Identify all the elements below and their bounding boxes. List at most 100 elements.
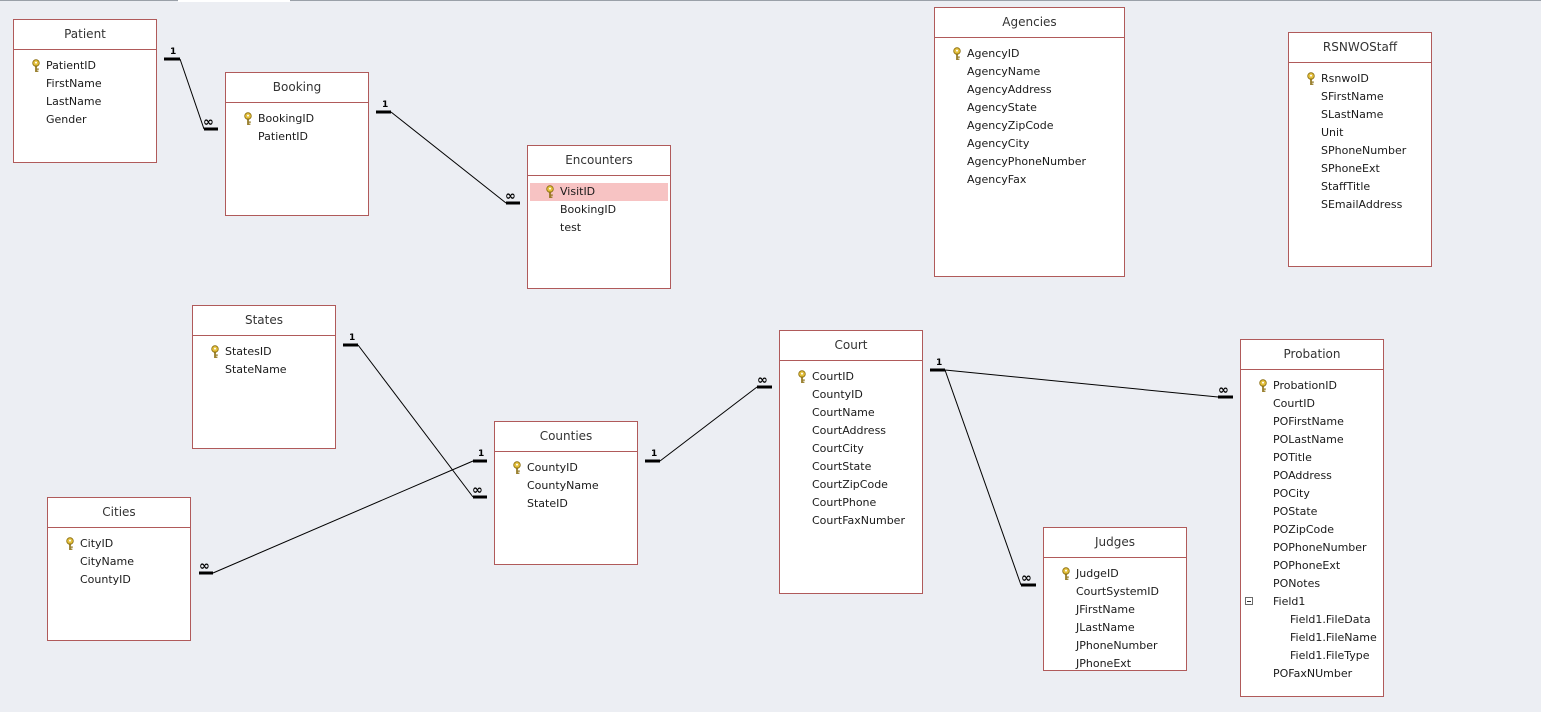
- field-row[interactable]: POPhoneNumber: [1241, 539, 1383, 557]
- field-row[interactable]: POFirstName: [1241, 413, 1383, 431]
- field-row[interactable]: POZipCode: [1241, 521, 1383, 539]
- table-title[interactable]: Court: [780, 331, 922, 361]
- relationship-line[interactable]: [944, 369, 1219, 398]
- field-row[interactable]: StateID: [495, 495, 637, 513]
- cardinality-many-label: ∞: [1021, 571, 1032, 586]
- table-title[interactable]: Probation: [1241, 340, 1383, 370]
- field-row[interactable]: PatientID: [14, 57, 156, 75]
- field-row[interactable]: StateName: [193, 361, 335, 379]
- field-row[interactable]: LastName: [14, 93, 156, 111]
- field-row[interactable]: JudgeID: [1044, 565, 1186, 583]
- field-row[interactable]: SFirstName: [1289, 88, 1431, 106]
- field-row[interactable]: AgencyPhoneNumber: [935, 153, 1124, 171]
- field-row[interactable]: AgencyState: [935, 99, 1124, 117]
- field-row[interactable]: JFirstName: [1044, 601, 1186, 619]
- field-row[interactable]: POState: [1241, 503, 1383, 521]
- field-row[interactable]: PatientID: [226, 128, 368, 146]
- field-row[interactable]: AgencyCity: [935, 135, 1124, 153]
- field-row[interactable]: test: [528, 219, 670, 237]
- relationship-line[interactable]: [212, 460, 474, 574]
- field-row[interactable]: StaffTitle: [1289, 178, 1431, 196]
- primary-key-icon: [512, 461, 522, 475]
- field-row[interactable]: JLastName: [1044, 619, 1186, 637]
- field-row[interactable]: SPhoneExt: [1289, 160, 1431, 178]
- field-row[interactable]: JPhoneNumber: [1044, 637, 1186, 655]
- field-row[interactable]: CourtFaxNumber: [780, 512, 922, 530]
- table-title[interactable]: RSNWOStaff: [1289, 33, 1431, 63]
- relationship-line[interactable]: [659, 386, 758, 462]
- field-row[interactable]: CountyID: [780, 386, 922, 404]
- field-row[interactable]: CityName: [48, 553, 190, 571]
- table-title[interactable]: Judges: [1044, 528, 1186, 558]
- field-row[interactable]: POPhoneExt: [1241, 557, 1383, 575]
- field-row[interactable]: CourtID: [780, 368, 922, 386]
- field-row[interactable]: VisitID: [530, 183, 668, 201]
- field-row[interactable]: Unit: [1289, 124, 1431, 142]
- field-row[interactable]: CourtState: [780, 458, 922, 476]
- field-row[interactable]: Field1: [1241, 593, 1383, 611]
- field-row[interactable]: BookingID: [226, 110, 368, 128]
- field-row[interactable]: CountyID: [495, 459, 637, 477]
- field-row[interactable]: CourtName: [780, 404, 922, 422]
- field-row[interactable]: Field1.FileType: [1241, 647, 1383, 665]
- table-title[interactable]: Counties: [495, 422, 637, 452]
- field-row[interactable]: CourtAddress: [780, 422, 922, 440]
- field-row[interactable]: Gender: [14, 111, 156, 129]
- field-row[interactable]: ProbationID: [1241, 377, 1383, 395]
- field-row[interactable]: PONotes: [1241, 575, 1383, 593]
- field-row[interactable]: POTitle: [1241, 449, 1383, 467]
- table-title[interactable]: Booking: [226, 73, 368, 103]
- table-title[interactable]: States: [193, 306, 335, 336]
- collapse-icon[interactable]: [1245, 597, 1253, 605]
- field-row[interactable]: SLastName: [1289, 106, 1431, 124]
- field-row[interactable]: AgencyFax: [935, 171, 1124, 189]
- relationship-line[interactable]: [390, 111, 507, 204]
- field-row[interactable]: FirstName: [14, 75, 156, 93]
- field-row[interactable]: CountyName: [495, 477, 637, 495]
- field-row[interactable]: JPhoneExt: [1044, 655, 1186, 670]
- field-row[interactable]: AgencyName: [935, 63, 1124, 81]
- field-row[interactable]: CourtSystemID: [1044, 583, 1186, 601]
- field-row[interactable]: Field1.FileData: [1241, 611, 1383, 629]
- field-row[interactable]: SEmailAddress: [1289, 196, 1431, 214]
- field-row[interactable]: POAddress: [1241, 467, 1383, 485]
- field-row[interactable]: RsnwoID: [1289, 70, 1431, 88]
- field-row[interactable]: Field1.FileName: [1241, 629, 1383, 647]
- field-name: CourtCity: [812, 442, 864, 455]
- field-row[interactable]: POFaxNUmber: [1241, 665, 1383, 683]
- field-row[interactable]: SPhoneNumber: [1289, 142, 1431, 160]
- field-row[interactable]: CountyID: [48, 571, 190, 589]
- field-row[interactable]: POLastName: [1241, 431, 1383, 449]
- field-row[interactable]: AgencyZipCode: [935, 117, 1124, 135]
- field-row[interactable]: AgencyID: [935, 45, 1124, 63]
- relationship-line[interactable]: [357, 344, 474, 498]
- field-row[interactable]: CourtZipCode: [780, 476, 922, 494]
- field-row[interactable]: BookingID: [528, 201, 670, 219]
- field-row[interactable]: AgencyAddress: [935, 81, 1124, 99]
- table-title[interactable]: Agencies: [935, 8, 1124, 38]
- field-row[interactable]: StatesID: [193, 343, 335, 361]
- field-row[interactable]: CityID: [48, 535, 190, 553]
- relationship-line[interactable]: [179, 58, 205, 130]
- table-title[interactable]: Encounters: [528, 146, 670, 176]
- field-name: Unit: [1321, 126, 1344, 139]
- table-title[interactable]: Cities: [48, 498, 190, 528]
- relationship-line[interactable]: [944, 369, 1022, 586]
- field-row[interactable]: CourtPhone: [780, 494, 922, 512]
- field-row[interactable]: POCity: [1241, 485, 1383, 503]
- table-title[interactable]: Patient: [14, 20, 156, 50]
- field-row[interactable]: CourtID: [1241, 395, 1383, 413]
- field-row[interactable]: CourtCity: [780, 440, 922, 458]
